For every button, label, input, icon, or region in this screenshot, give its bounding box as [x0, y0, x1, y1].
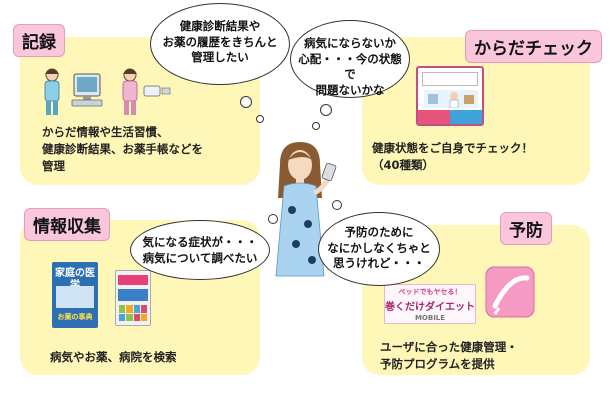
check-description: 健康状態をご自身でチェック！ （40種類） [372, 140, 582, 174]
screen-button-no [450, 110, 482, 124]
prevention-description: ユーザに合った健康管理・ 予防プログラムを提供 [380, 339, 590, 373]
record-illustration [30, 66, 180, 118]
doctor-illustration-icon [424, 90, 478, 108]
record-tag[interactable]: 記録 [13, 24, 65, 57]
thought-dot [256, 115, 264, 123]
diet-app-icon [485, 266, 535, 318]
health-book-grid [119, 305, 147, 321]
screen-button-yes [418, 110, 450, 124]
check-screen-image [416, 66, 484, 126]
info-tag[interactable]: 情報収集 [24, 208, 110, 241]
diet-banner-top: ベッドでもヤセる！ [385, 287, 475, 297]
family-medicine-subtitle: お薬の事典 [54, 312, 96, 322]
info-description: 病気やお薬、病院を検索 [50, 349, 250, 366]
diet-banner: ベッドでもヤセる！ 巻くだけダイエット MOBILE [384, 284, 476, 324]
person-icon [45, 69, 59, 115]
prevention-thought-text: 予防のために なにかしなくちゃと 思うけれど・・・ [322, 225, 436, 272]
screen-buttons [418, 110, 482, 124]
records-thought-text: 健康診断結果や お薬の履歴をきちんと 管理したい [160, 19, 280, 66]
thought-dot [312, 122, 320, 130]
check-thought-text: 病気にならないか 心配・・・今の状態で 問題ないかな [295, 36, 405, 98]
check-tag[interactable]: からだチェック [465, 30, 602, 63]
book-cover-image [56, 286, 94, 308]
thought-dot [320, 104, 332, 116]
health-book-band [118, 275, 148, 285]
computer-icon [72, 74, 102, 106]
thought-dot [240, 96, 252, 108]
thought-dot [268, 214, 278, 224]
health-book-band-2 [118, 289, 148, 301]
thought-dot [332, 200, 342, 210]
diet-banner-title: 巻くだけダイエット [385, 298, 475, 313]
diet-banner-bottom: MOBILE [385, 314, 475, 322]
screen-illustration [424, 90, 478, 108]
family-medicine-book: 家庭の医学 お薬の事典 [52, 262, 98, 328]
person-with-phone-icon [123, 69, 170, 115]
info-thought-text: 気になる症状が・・・ 病気について調べたい [137, 235, 263, 266]
prevention-tag[interactable]: 予防 [500, 212, 552, 245]
record-description: からだ情報や生活習慣、 健康診断結果、お薬手帳などを 管理 [42, 124, 252, 175]
health-book [115, 270, 151, 326]
screen-question-box [422, 72, 478, 86]
